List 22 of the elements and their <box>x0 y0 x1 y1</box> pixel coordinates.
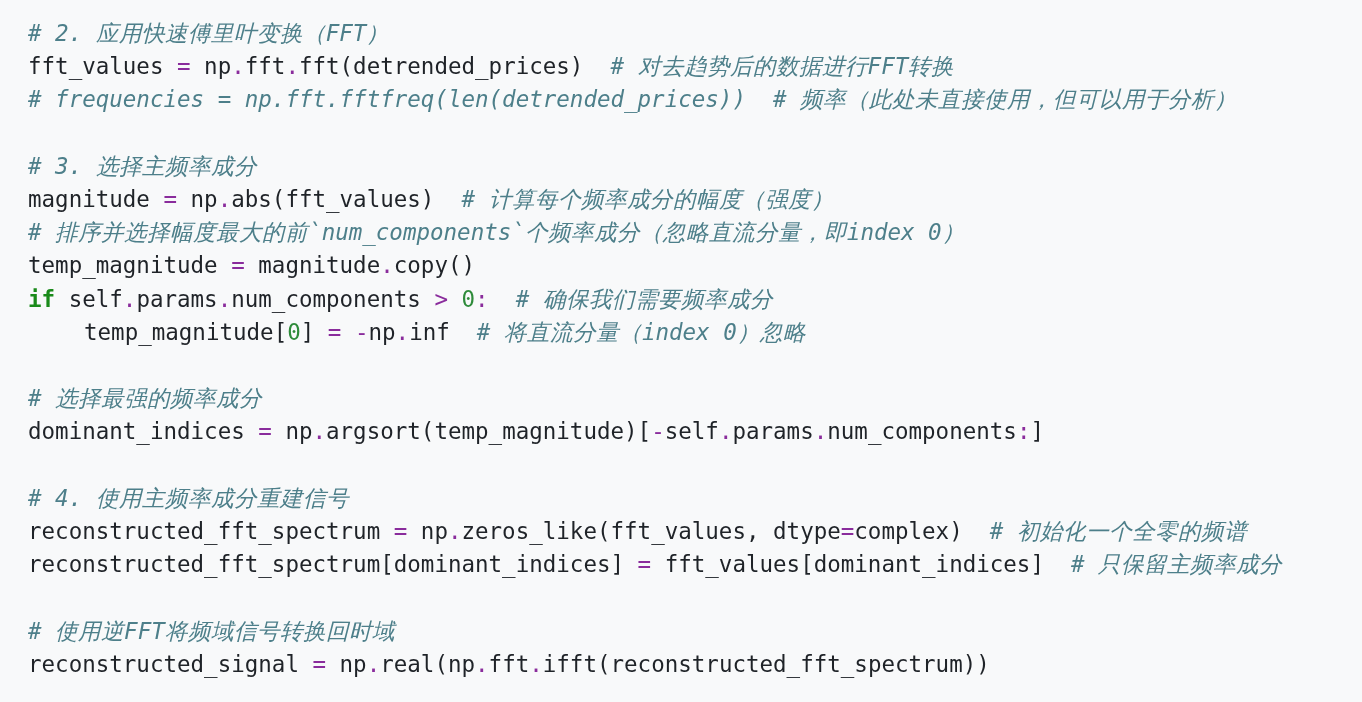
code-comment: # 2. 应用快速傅里叶变换（FFT） <box>28 20 390 46</box>
code-line: dominant_indices = np.argsort(temp_magnitude)[-self.params.num_components:] <box>28 418 1044 445</box>
code-comment: # 初始化一个全零的频谱 <box>989 518 1247 544</box>
code-comment: # frequencies = np.fft.fftfreq(len(detrended_prices)) # 频率（此处未直接使用，但可以用于分析） <box>28 86 1238 113</box>
code-line: reconstructed_signal = np.real(np.fft.ifft(reconstructed_fft_spectrum)) <box>28 650 990 677</box>
code-comment: # 计算每个频率成分的幅度（强度） <box>461 186 834 212</box>
code-comment: # 3. 选择主频率成分 <box>28 152 257 179</box>
code-line: if self.params.num_components > 0: <box>28 285 489 312</box>
code-comment: # 选择最强的频率成分 <box>28 385 263 412</box>
code-line: reconstructed_fft_spectrum = np.zeros_like(fft_values, dtype=complex) <box>28 518 963 544</box>
code-comment: # 排序并选择幅度最大的前`num_components`个频率成分（忽略直流分量，即index 0） <box>28 219 965 246</box>
code-comment: # 将直流分量（index 0）忽略 <box>476 318 806 345</box>
code-line: fft_values = np.fft.fft(detrended_prices) <box>28 53 584 80</box>
code-line: temp_magnitude[0] = -np.inf <box>84 318 450 345</box>
code-line: reconstructed_fft_spectrum[dominant_indices] = fft_values[dominant_indices] <box>28 551 1044 578</box>
code-line: temp_magnitude = magnitude.copy() <box>28 252 476 279</box>
code-comment: # 只保留主频率成分 <box>1071 551 1283 578</box>
code-comment: # 确保我们需要频率成分 <box>515 285 773 312</box>
code-line: magnitude = np.abs(fft_values) <box>28 186 435 212</box>
code-comment: # 使用逆FFT将频域信号转换回时域 <box>28 617 395 644</box>
code-comment: # 对去趋势后的数据进行FFT转换 <box>610 53 955 80</box>
code-comment: # 4. 使用主频率成分重建信号 <box>28 484 349 511</box>
